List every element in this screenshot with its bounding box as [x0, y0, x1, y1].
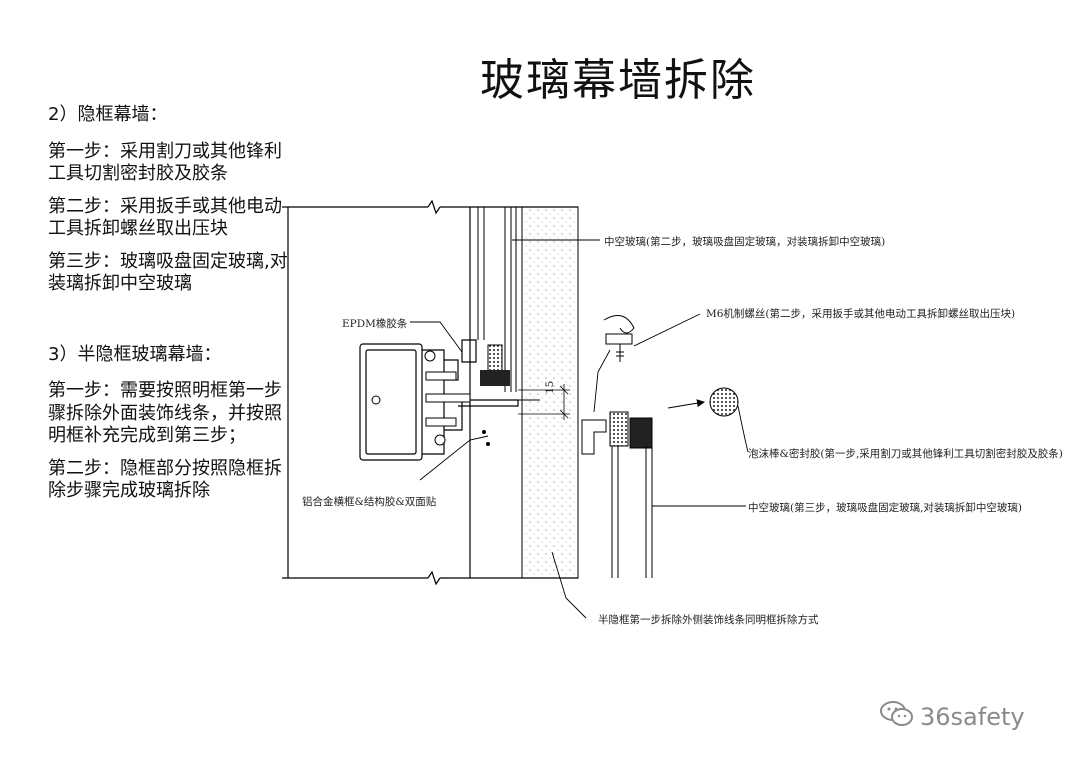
semi-hidden-frame-step-2: 第二步：隐框部分按照隐框拆除步骤完成玻璃拆除 — [48, 457, 282, 502]
leader-lines — [410, 239, 749, 619]
label-glass-bottom: 中空玻璃(第三步，玻璃吸盘固定玻璃,对装璃拆卸中空玻璃) — [748, 502, 1023, 514]
label-m6-screw: M6机制螺丝(第二步，采用扳手或其他电动工具拆卸螺丝取出压块) — [706, 308, 1016, 320]
foam-rod-detail — [709, 387, 739, 417]
hidden-frame-step-2: 第二步：采用扳手或其他电动工具拆卸螺丝取出压块 — [48, 195, 282, 240]
label-epdm: EPDM橡胶条 — [342, 318, 408, 330]
semi-hidden-frame-step-1: 第一步：需要按照明框第一步骤拆除外面装饰线条，并按照明框补充完成到第三步； — [48, 380, 282, 446]
dimension-mark — [518, 384, 570, 420]
concrete-slab — [521, 206, 579, 579]
wechat-icon — [880, 700, 914, 734]
label-glass-top: 中空玻璃(第二步，玻璃吸盘固定玻璃，对装璃拆卸中空玻璃) — [604, 236, 886, 248]
instructions-column: 2）隐框幕墙： 第一步：采用割刀或其他锋利工具切割密封胶及胶条 第二步：采用扳手… — [48, 104, 288, 513]
watermark-text: 36safety — [920, 703, 1025, 731]
glass-pane-right — [581, 411, 653, 578]
m6-screw — [603, 315, 635, 362]
seal-block — [480, 370, 510, 386]
fastener-group — [371, 350, 471, 446]
semi-hidden-frame-heading: 3）半隐框玻璃幕墙： — [48, 343, 222, 365]
glass-pane-left — [477, 207, 517, 392]
hidden-frame-step-3: 第三步：玻璃吸盘固定玻璃,对装璃拆卸中空玻璃 — [48, 250, 288, 295]
label-foam-sealant: 泡沫棒&密封胶(第一步,采用割刀或其他锋利工具切割密封胶及胶条) — [748, 448, 1063, 460]
page-title: 玻璃幕墙拆除 — [480, 55, 756, 106]
label-aluminum-transom: 铝合金横框&结构胶&双面贴 — [302, 496, 437, 508]
hidden-frame-heading: 2）隐框幕墙： — [48, 104, 168, 125]
watermark: 36safety — [880, 700, 1025, 734]
dimension-label: 15 — [544, 380, 556, 394]
hidden-frame-step-1: 第一步：采用割刀或其他锋利工具切割密封胶及胶条 — [48, 140, 282, 185]
label-semi-hidden: 半隐框第一步拆除外侧装饰线条同明框拆除方式 — [598, 614, 819, 626]
